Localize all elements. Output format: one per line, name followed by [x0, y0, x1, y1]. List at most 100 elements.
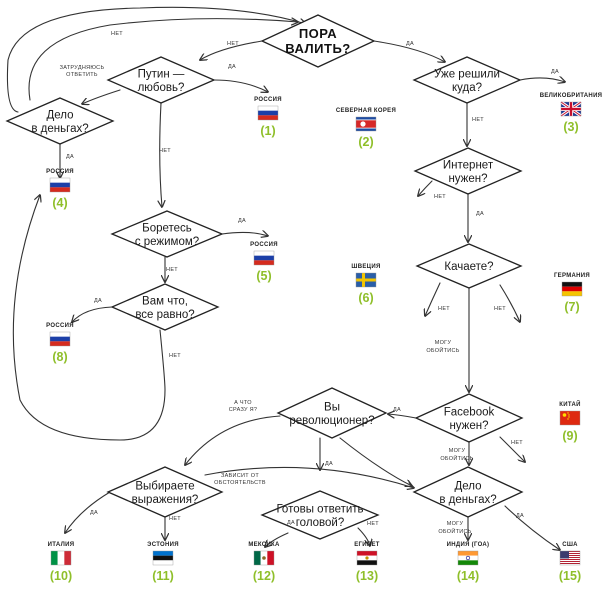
connector-arrow — [373, 40, 445, 62]
decision-diamond-shape — [106, 56, 216, 104]
edge-label: ДА — [393, 407, 401, 413]
outcome-uk-3: ВЕЛИКОБРИТАНИЯ (3) — [540, 93, 602, 134]
edge-label: ДА — [238, 218, 246, 224]
edge-label: ОБОЙТИСЬ — [426, 346, 459, 354]
decision-text: в деньгах? — [31, 123, 88, 135]
outcome-estonia-11: ЭСТОНИЯ(11) — [147, 542, 178, 583]
outcome-usa-15: США(15) — [559, 542, 581, 583]
outcome-number: (14) — [457, 569, 479, 583]
country-name: ИНДИЯ (ГОА) — [447, 542, 490, 548]
decision-text: Готовы ответить — [276, 503, 363, 515]
decision-fight: Боретесь с режимом? — [110, 210, 224, 258]
edge-label: ОБОЙТИСЬ — [438, 527, 471, 535]
edge-label: НЕТ — [438, 306, 450, 312]
outcome-number: (7) — [564, 300, 579, 314]
russia-flag-icon — [49, 177, 71, 193]
decision-text: Выбираете — [135, 480, 194, 492]
edge-label: НЕТ — [511, 440, 523, 446]
decision-text: Интернет — [443, 159, 494, 171]
edge-label: ЗАТРУДНЯЮСЬ — [60, 65, 105, 71]
decision-diamond-shape — [412, 56, 522, 104]
outcome-india-14: ИНДИЯ (ГОА) (14) — [447, 542, 490, 583]
decision-answer: Готовы ответить головой? — [260, 490, 380, 540]
connector-arrow — [221, 232, 268, 236]
decision-diamond-shape — [106, 466, 224, 518]
decision-indifferent: Вам что,все равно? — [110, 283, 220, 331]
edge-label: ДА — [90, 510, 98, 516]
connector-arrow — [499, 284, 520, 322]
italy-flag-icon — [50, 550, 72, 566]
country-name: МЕКСИКА — [248, 542, 280, 548]
decision-text: Боретесь — [142, 222, 192, 234]
decision-diamond-shape — [110, 283, 220, 331]
decision-diamond-shape — [260, 490, 380, 540]
russia-flag-icon — [49, 331, 71, 347]
india-flag-icon — [457, 550, 479, 566]
decision-diamond-shape — [415, 243, 523, 289]
outcome-russia-5: РОССИЯ(5) — [250, 242, 278, 283]
decision-text: Качаете? — [444, 261, 493, 273]
outcome-number: (1) — [260, 124, 275, 138]
edge-label: ДА — [516, 513, 524, 519]
outcome-number: (6) — [358, 291, 373, 305]
sweden-flag-icon — [355, 272, 377, 288]
edge-label: ДА — [228, 64, 236, 70]
edge-label: ДА — [287, 520, 295, 526]
edge-label: НЕТ — [169, 516, 181, 522]
usa-flag-icon — [559, 550, 581, 566]
decision-diamond-shape — [5, 97, 115, 145]
edge-label: МОГУ — [449, 448, 466, 454]
edge-label: ДА — [325, 461, 333, 467]
country-name: РОССИЯ — [250, 242, 278, 248]
connector-arrow — [82, 89, 121, 104]
decision-text: ВАЛИТЬ? — [285, 41, 350, 56]
country-name: ГЕРМАНИЯ — [554, 273, 590, 279]
outcome-germany-7: ГЕРМАНИЯ (7) — [554, 273, 590, 314]
connector-arrow — [200, 40, 263, 60]
connector-arrow — [213, 79, 268, 92]
connector-arrow — [6, 6, 306, 113]
country-name: РОССИЯ — [254, 97, 282, 103]
edge-label: ДА — [66, 154, 74, 160]
connector-arrow — [204, 466, 414, 488]
connector-arrow — [72, 306, 113, 322]
decision-download: Качаете? — [415, 243, 523, 289]
decision-text: ПОРА — [299, 26, 337, 41]
china-flag-icon — [559, 410, 581, 426]
decision-text: головой? — [296, 517, 345, 529]
decision-text: Дело — [454, 480, 481, 492]
country-name: РОССИЯ — [46, 323, 74, 329]
connector-arrow — [265, 532, 289, 547]
outcome-number: (4) — [52, 196, 67, 210]
decision-diamond-shape — [260, 14, 376, 68]
connector-arrow — [418, 180, 433, 196]
decision-text: с режимом? — [135, 236, 199, 248]
connector-arrow — [425, 282, 441, 316]
decision-text: нужен? — [448, 173, 487, 185]
edge-label: НЕТ — [227, 41, 239, 47]
edge-label: ОБОЙТИСЬ — [440, 454, 473, 462]
outcome-number: (3) — [563, 120, 578, 134]
connector-arrow — [504, 505, 560, 550]
uk-flag-icon — [560, 100, 582, 118]
outcome-number: (10) — [50, 569, 72, 583]
outcome-russia-4: РОССИЯ(4) — [46, 169, 73, 210]
decision-putin: Путин —любовь? — [106, 56, 216, 104]
outcome-number: (2) — [358, 135, 373, 149]
edge-label: НЕТ — [159, 148, 171, 154]
outcome-china-9: КИТАЙ(9) — [559, 400, 580, 443]
germany-flag-icon — [561, 281, 583, 297]
country-name: ВЕЛИКОБРИТАНИЯ — [540, 93, 602, 99]
decision-text: все равно? — [135, 309, 194, 321]
connector-arrow — [357, 527, 370, 546]
decision-text: Facebook — [444, 406, 495, 418]
russia-flag-icon — [257, 105, 279, 121]
connector-arrow — [185, 415, 281, 465]
outcome-egypt-13: ЕГИПЕТ(13) — [354, 542, 379, 583]
edge-label: А ЧТО — [234, 400, 252, 406]
